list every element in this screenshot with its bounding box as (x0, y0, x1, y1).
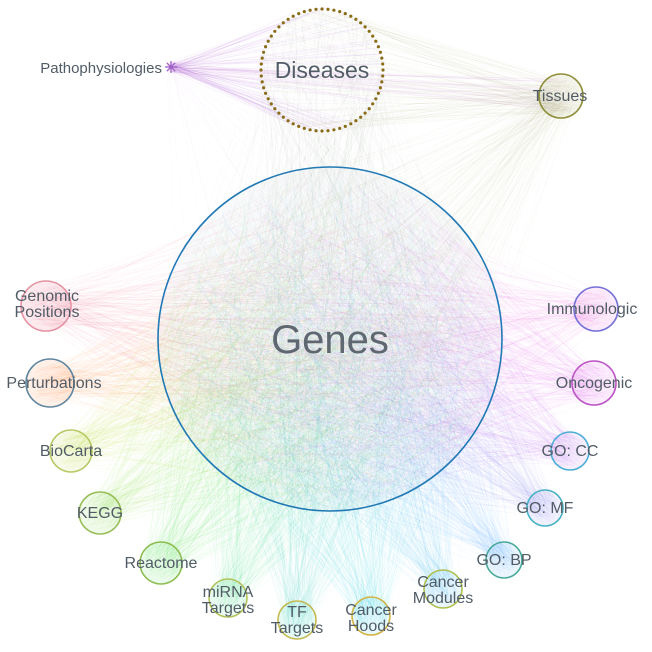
edge-bundle-cancer-hoods-center (171, 174, 492, 631)
node-oncogenic[interactable] (571, 360, 617, 406)
node-go-cc[interactable] (550, 431, 590, 471)
label-immunologic: Immunologic (547, 301, 638, 318)
node-go-bp[interactable] (485, 541, 523, 579)
label-genes: Genes (271, 318, 389, 362)
node-biocarta[interactable] (49, 429, 93, 473)
node-kegg[interactable] (78, 491, 122, 535)
node-genes[interactable] (157, 166, 503, 512)
label-tissues: Tissues (533, 88, 588, 105)
edge-bundle-biocarta-center (53, 175, 476, 501)
edge-bundle-tissues-diseases (259, 7, 579, 132)
label-diseases: Diseases (275, 57, 370, 83)
node-tf-targets[interactable] (277, 600, 317, 640)
node-genomic-positions[interactable] (20, 280, 72, 332)
label-go-cc: GO: CC (542, 443, 599, 460)
edge-bundle-perturbations-center (30, 183, 496, 496)
edge-bundle-pathophysiologies-tissues (165, 62, 573, 113)
label-go-bp: GO: BP (476, 552, 531, 569)
edge-bundle-go-mf-center (180, 178, 560, 523)
label-biocarta: BioCarta (40, 443, 102, 460)
edge-bundle-kegg-center (82, 180, 491, 530)
edge-bundle-genomic-positions-center (24, 182, 495, 505)
label-perturbations: Perturbations (6, 375, 101, 392)
edge-bundle-tissues-center (165, 77, 579, 500)
edge-bundle-reactome-center (143, 178, 493, 580)
edge-bundle-immunologic-center (165, 185, 615, 505)
edge-bundle-mirna-targets-center (166, 183, 489, 614)
label-pathophysiologies: Pathophysiologies (40, 60, 162, 77)
label-reactome: Reactome (125, 555, 198, 572)
node-reactome[interactable] (139, 541, 183, 585)
node-cancer-modules[interactable] (423, 569, 463, 609)
label-go-mf: GO: MF (517, 500, 574, 517)
edge-bundle-diseases-center (164, 6, 489, 500)
label-kegg: KEGG (77, 505, 123, 522)
node-cancer-hoods[interactable] (351, 596, 391, 636)
edge-bundle-cancer-modules-center (169, 177, 490, 604)
edge-bundle-go-bp-center (171, 172, 519, 575)
node-immunologic[interactable] (573, 286, 619, 332)
genes-circle-fill (158, 167, 502, 511)
edge-bundle-tf-targets-center (166, 176, 486, 636)
node-go-mf[interactable] (526, 489, 564, 527)
node-perturbations[interactable] (25, 358, 75, 408)
edge-bundle-pathophysiologies-diseases (166, 6, 385, 133)
label-oncogenic: Oncogenic (556, 375, 633, 392)
node-tissues[interactable] (538, 73, 584, 119)
node-diseases[interactable] (259, 7, 385, 133)
node-pathophysiologies[interactable] (165, 61, 177, 73)
edge-bundle-go-cc-center (169, 176, 585, 503)
node-mirna-targets[interactable] (208, 578, 248, 618)
